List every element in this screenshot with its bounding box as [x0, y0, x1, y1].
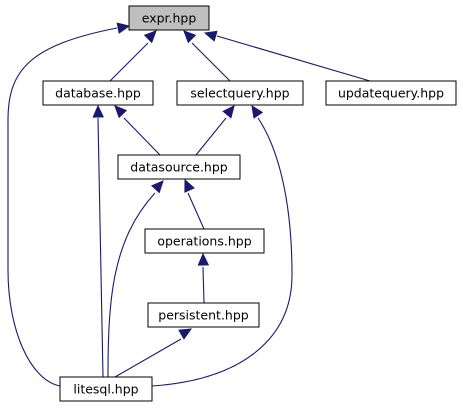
edge-datasource-to-database: [114, 105, 161, 156]
node-box: [117, 154, 241, 180]
edge-operations-to-datasource: [184, 178, 205, 230]
edge-line: [7, 27, 118, 387]
arrowhead-icon: [183, 30, 197, 44]
node-expr: expr.hpp: [128, 5, 210, 31]
node-box: [176, 80, 304, 106]
node-operations[interactable]: operations.hpp: [144, 228, 265, 254]
node-label: updatequery.hpp: [338, 86, 444, 101]
node-label: operations.hpp: [157, 234, 251, 249]
node-box: [59, 376, 153, 402]
edge-line: [202, 266, 205, 304]
node-persistent[interactable]: persistent.hpp: [147, 302, 260, 328]
graph-nodes: expr.hpp database.hpp selectquery.hpp updat…: [42, 5, 457, 402]
edge-line: [216, 35, 371, 82]
node-label: datasource.hpp: [130, 160, 227, 175]
node-label: database.hpp: [55, 86, 141, 101]
node-label: litesql.hpp: [73, 382, 138, 397]
edge-database-to-expr: [109, 30, 157, 82]
node-box: [325, 80, 457, 106]
edge-line: [97, 117, 104, 378]
arrowhead-icon: [116, 22, 131, 34]
edge-line: [109, 42, 149, 82]
node-updatequery[interactable]: updatequery.hpp: [325, 80, 457, 106]
node-box: [147, 302, 260, 328]
arrowhead-icon: [150, 180, 164, 194]
edge-datasource-to-selectquery: [195, 105, 235, 156]
arrowhead-icon: [114, 105, 128, 119]
edge-litesql-to-database: [92, 104, 104, 378]
edge-line: [195, 117, 227, 156]
node-box: [128, 5, 210, 31]
node-database[interactable]: database.hpp: [42, 80, 154, 106]
arrowhead-icon: [251, 104, 264, 119]
edge-line: [151, 117, 293, 387]
arrowhead-icon: [203, 30, 218, 42]
edge-line: [187, 192, 205, 230]
edge-line: [114, 338, 182, 378]
arrowhead-icon: [184, 178, 195, 193]
arrowhead-icon: [178, 328, 193, 340]
edge-line: [123, 117, 161, 156]
edge-updatequery-to-expr: [203, 30, 371, 82]
edge-litesql-to-expr: [7, 22, 131, 387]
node-label: persistent.hpp: [158, 308, 249, 323]
node-box: [42, 80, 154, 106]
node-label: selectquery.hpp: [190, 86, 289, 101]
node-box: [144, 228, 265, 254]
node-selectquery[interactable]: selectquery.hpp: [176, 80, 304, 106]
graph-edges: [7, 22, 371, 387]
node-datasource[interactable]: datasource.hpp: [117, 154, 241, 180]
edge-line: [107, 192, 156, 378]
edge-selectquery-to-expr: [183, 30, 231, 82]
arrowhead-icon: [197, 252, 210, 266]
arrowhead-icon: [143, 30, 157, 44]
edge-litesql-to-datasource: [107, 180, 164, 378]
edge-line: [191, 42, 231, 82]
edge-litesql-to-selectquery: [151, 104, 293, 387]
edge-litesql-to-persistent: [114, 328, 193, 378]
node-litesql[interactable]: litesql.hpp: [59, 376, 153, 402]
node-label: expr.hpp: [142, 11, 197, 26]
arrowhead-icon: [222, 105, 235, 119]
arrowhead-icon: [92, 104, 104, 118]
edge-persistent-to-operations: [197, 252, 210, 304]
